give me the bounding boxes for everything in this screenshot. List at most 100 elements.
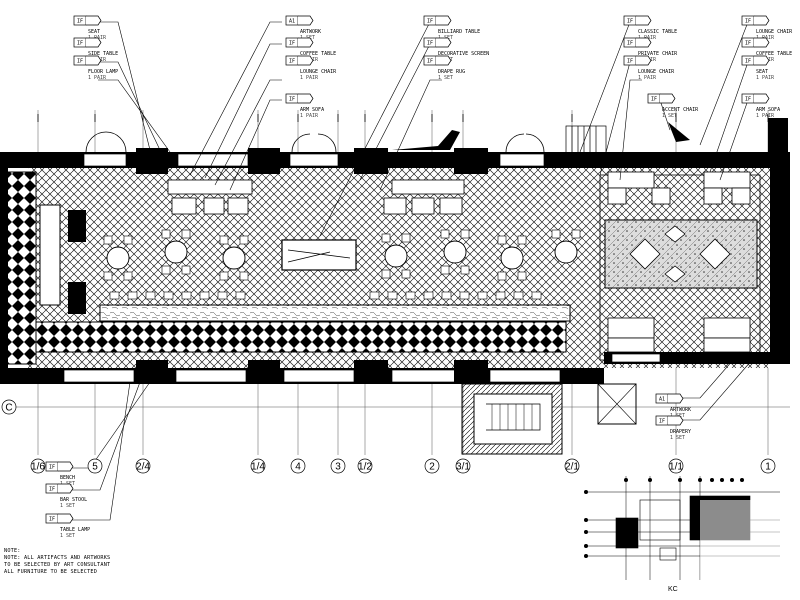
- tag-label: PRIVATE CHAIR: [638, 51, 678, 57]
- tag-quantity: 1 PAIR: [88, 75, 107, 81]
- tag-quantity: 1 SET: [60, 533, 75, 539]
- door-swings: [85, 131, 545, 153]
- axis-label: 2/1: [565, 462, 579, 473]
- axis-label: 1/6: [31, 462, 45, 473]
- axis-label: 1/4: [251, 462, 265, 473]
- axis-label: 1/2: [358, 462, 372, 473]
- tag-label: SEAT: [756, 69, 768, 75]
- tag-quantity: 1 PAIR: [300, 113, 319, 119]
- tag-label: ARM SOFA: [756, 107, 780, 113]
- columns: [136, 148, 488, 384]
- tag-label: COFFEE TABLE: [300, 51, 336, 57]
- tag-quantity: 1 PAIR: [756, 75, 775, 81]
- tag-arrow: [660, 93, 676, 104]
- axis-bubble: 3/1: [455, 458, 470, 474]
- tag-code: IF: [745, 41, 751, 47]
- tag-label: SIDE TABLE: [88, 51, 118, 57]
- tag-code: IF: [77, 59, 83, 65]
- checker-band: [35, 321, 567, 353]
- tag-code: IF: [745, 97, 751, 103]
- axis-label: C: [5, 403, 12, 414]
- stair-top: [565, 125, 607, 155]
- axis-bubble: 1/1: [668, 458, 683, 474]
- axis-label: 4: [295, 462, 301, 473]
- entry-checker-floor: [5, 171, 37, 365]
- tag-label: DRAPERY: [670, 429, 691, 435]
- left-bench: [39, 204, 61, 306]
- tag-arrow: [58, 513, 74, 524]
- tag-code: IF: [49, 487, 55, 493]
- tag-quantity: 1 SET: [438, 75, 453, 81]
- furniture-tag: A1ARTWORK1 SET: [285, 15, 321, 41]
- rug-diamonds: [629, 225, 731, 283]
- axis-bubble: 1/6: [30, 458, 45, 474]
- tag-label: CLASSIC TABLE: [638, 29, 677, 35]
- tag-arrow: [58, 461, 74, 472]
- tag-code: IF: [745, 19, 751, 25]
- table-chairs: [103, 229, 581, 281]
- tag-label: BENCH: [60, 475, 75, 481]
- furniture-tag: IFBENCH1 SET: [45, 461, 75, 487]
- axis-label: 1/1: [669, 462, 683, 473]
- tag-arrow: [668, 393, 684, 404]
- axis-bubble: 3: [330, 458, 346, 474]
- piano: [392, 130, 460, 150]
- tag-quantity: 1 PAIR: [756, 113, 775, 119]
- tag-label: SEAT: [88, 29, 100, 35]
- note-line: NOTE: ALL ARTIFACTS AND ARTWORKS: [4, 555, 111, 561]
- tag-code: IF: [49, 517, 55, 523]
- tag-code: IF: [77, 41, 83, 47]
- grid-axis-bubbles: 1/6 5 2/4 1/4 4 3 1/2 2 3/1 2/1 1/1 1 C: [1, 114, 776, 474]
- axis-bubble: 1/4: [250, 458, 265, 474]
- tag-label: ACCENT CHAIR: [662, 107, 699, 113]
- tag-code: IF: [289, 41, 295, 47]
- axis-bubble: C: [1, 399, 17, 415]
- axis-bubble: 4: [290, 458, 306, 474]
- tag-label: TABLE LAMP: [60, 527, 90, 533]
- tag-arrow: [58, 483, 74, 494]
- tag-quantity: 1 PAIR: [300, 75, 319, 81]
- left-column-2: [68, 282, 86, 314]
- tag-code: IF: [627, 41, 633, 47]
- tag-label: DRAPE RUG: [438, 69, 465, 75]
- tag-arrow: [754, 93, 770, 104]
- tag-arrow: [86, 37, 102, 48]
- axis-bubble: 1: [760, 458, 776, 474]
- tag-label: ARTWORK: [670, 407, 691, 413]
- axis-bubble: 2: [424, 458, 440, 474]
- tag-label: LOUNGE CHAIR: [756, 29, 793, 35]
- tag-code: IF: [427, 59, 433, 65]
- tag-quantity: 1 SET: [670, 435, 685, 441]
- tag-label: BILLIARD TABLE: [438, 29, 480, 35]
- tag-code: IF: [427, 19, 433, 25]
- tag-label: LOUNGE CHAIR: [300, 69, 337, 75]
- drawing-note: NOTE: NOTE: ALL ARTIFACTS AND ARTWORKS T…: [4, 548, 124, 576]
- axis-label: 5: [92, 462, 98, 473]
- tag-code: IF: [659, 419, 665, 425]
- tag-code: IF: [77, 19, 83, 25]
- note-heading: NOTE:: [4, 548, 21, 554]
- lounge-rug: [604, 219, 758, 289]
- left-column-1: [68, 210, 86, 242]
- sofa-groups: [167, 171, 751, 353]
- tag-label: COFFEE TABLE: [756, 51, 792, 57]
- tag-code: IF: [289, 97, 295, 103]
- tag-quantity: 1 PAIR: [638, 75, 657, 81]
- tag-label: BAR STOOL: [60, 497, 87, 503]
- axis-label: 2: [429, 462, 435, 473]
- axis-bubble: 2/4: [135, 458, 150, 474]
- tag-label: FLOOR LAMP: [88, 69, 118, 75]
- tag-code: IF: [627, 59, 633, 65]
- tag-arrow: [754, 37, 770, 48]
- tag-code: IF: [627, 19, 633, 25]
- axis-label: 3: [335, 462, 341, 473]
